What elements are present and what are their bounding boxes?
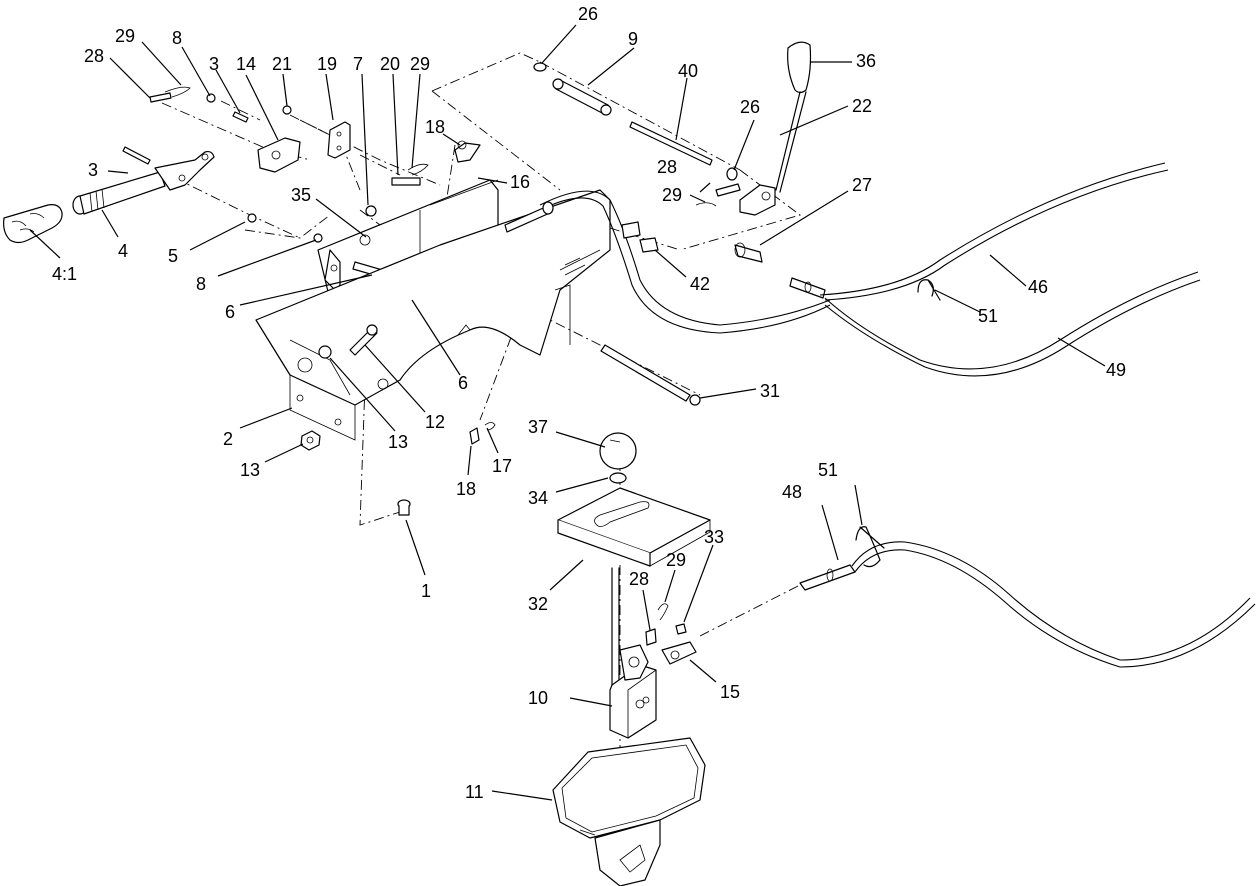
callout-46: 46 bbox=[1028, 277, 1048, 297]
callout-6: 6 bbox=[458, 373, 468, 393]
callout-35: 35 bbox=[291, 185, 311, 205]
callout-27: 27 bbox=[852, 175, 872, 195]
callout-28: 28 bbox=[657, 157, 677, 177]
callout-21: 21 bbox=[272, 54, 292, 74]
callout-17: 17 bbox=[492, 456, 512, 476]
callout-13: 13 bbox=[240, 460, 260, 480]
cable-end-upper bbox=[734, 242, 826, 299]
bolts-console bbox=[300, 324, 378, 451]
shift-plate bbox=[557, 487, 711, 567]
callout-19: 19 bbox=[317, 54, 337, 74]
console-body bbox=[255, 189, 611, 441]
callout-22: 22 bbox=[852, 96, 872, 116]
callout-4-1: 4:1 bbox=[52, 264, 77, 284]
callout-labels: 29 8 3 14 21 19 7 20 29 26 9 40 36 28 26… bbox=[52, 4, 1126, 802]
brake-handle bbox=[72, 146, 215, 215]
callout-6: 6 bbox=[225, 302, 235, 322]
rod bbox=[600, 344, 701, 406]
callout-20: 20 bbox=[380, 54, 400, 74]
callout-16: 16 bbox=[510, 172, 530, 192]
lower-housing bbox=[552, 737, 706, 886]
callout-13: 13 bbox=[388, 432, 408, 452]
callout-28: 28 bbox=[629, 569, 649, 589]
callout-18: 18 bbox=[425, 117, 445, 137]
callout-8: 8 bbox=[196, 274, 206, 294]
callout-29: 29 bbox=[662, 185, 682, 205]
callout-9: 9 bbox=[628, 29, 638, 49]
callout-5: 5 bbox=[168, 246, 178, 266]
callout-33: 33 bbox=[704, 527, 724, 547]
leader-lines bbox=[29, 24, 1106, 801]
callout-7: 7 bbox=[353, 54, 363, 74]
bottom-pin bbox=[397, 499, 411, 516]
callout-8: 8 bbox=[172, 28, 182, 48]
upper-cable-parts bbox=[533, 62, 738, 181]
callout-15: 15 bbox=[720, 682, 740, 702]
callout-48: 48 bbox=[782, 482, 802, 502]
callout-29: 29 bbox=[410, 54, 430, 74]
callout-11: 11 bbox=[465, 782, 484, 802]
callout-49: 49 bbox=[1106, 360, 1126, 380]
callout-32: 32 bbox=[528, 594, 548, 614]
shift-assembly bbox=[609, 567, 697, 739]
cables-lower bbox=[799, 526, 1256, 668]
callout-36: 36 bbox=[856, 51, 876, 71]
cables-upper bbox=[504, 162, 1201, 377]
pins-upper-left bbox=[149, 86, 429, 243]
callout-51: 51 bbox=[818, 460, 838, 480]
callout-1: 1 bbox=[421, 581, 431, 601]
callout-4: 4 bbox=[118, 241, 128, 261]
callout-28: 28 bbox=[84, 46, 104, 66]
hand-grip bbox=[3, 204, 63, 244]
callout-51: 51 bbox=[978, 306, 998, 326]
callout-26: 26 bbox=[740, 97, 760, 117]
callout-26: 26 bbox=[578, 4, 598, 24]
callout-37: 37 bbox=[528, 417, 548, 437]
callout-2: 2 bbox=[223, 429, 233, 449]
callout-34: 34 bbox=[528, 488, 548, 508]
callout-3: 3 bbox=[88, 160, 98, 180]
shift-lever bbox=[695, 41, 812, 216]
callout-42: 42 bbox=[690, 274, 710, 294]
small-pins-middle bbox=[469, 422, 496, 445]
callout-40: 40 bbox=[678, 61, 698, 81]
callout-31: 31 bbox=[760, 381, 780, 401]
callout-18: 18 bbox=[456, 479, 476, 499]
callout-3: 3 bbox=[209, 54, 219, 74]
cable-clamp-upper bbox=[917, 279, 941, 301]
shift-knob bbox=[599, 432, 637, 484]
callout-29: 29 bbox=[666, 550, 686, 570]
callout-14: 14 bbox=[236, 54, 256, 74]
callout-12: 12 bbox=[425, 412, 445, 432]
callout-29: 29 bbox=[115, 26, 135, 46]
callout-10: 10 bbox=[528, 688, 548, 708]
